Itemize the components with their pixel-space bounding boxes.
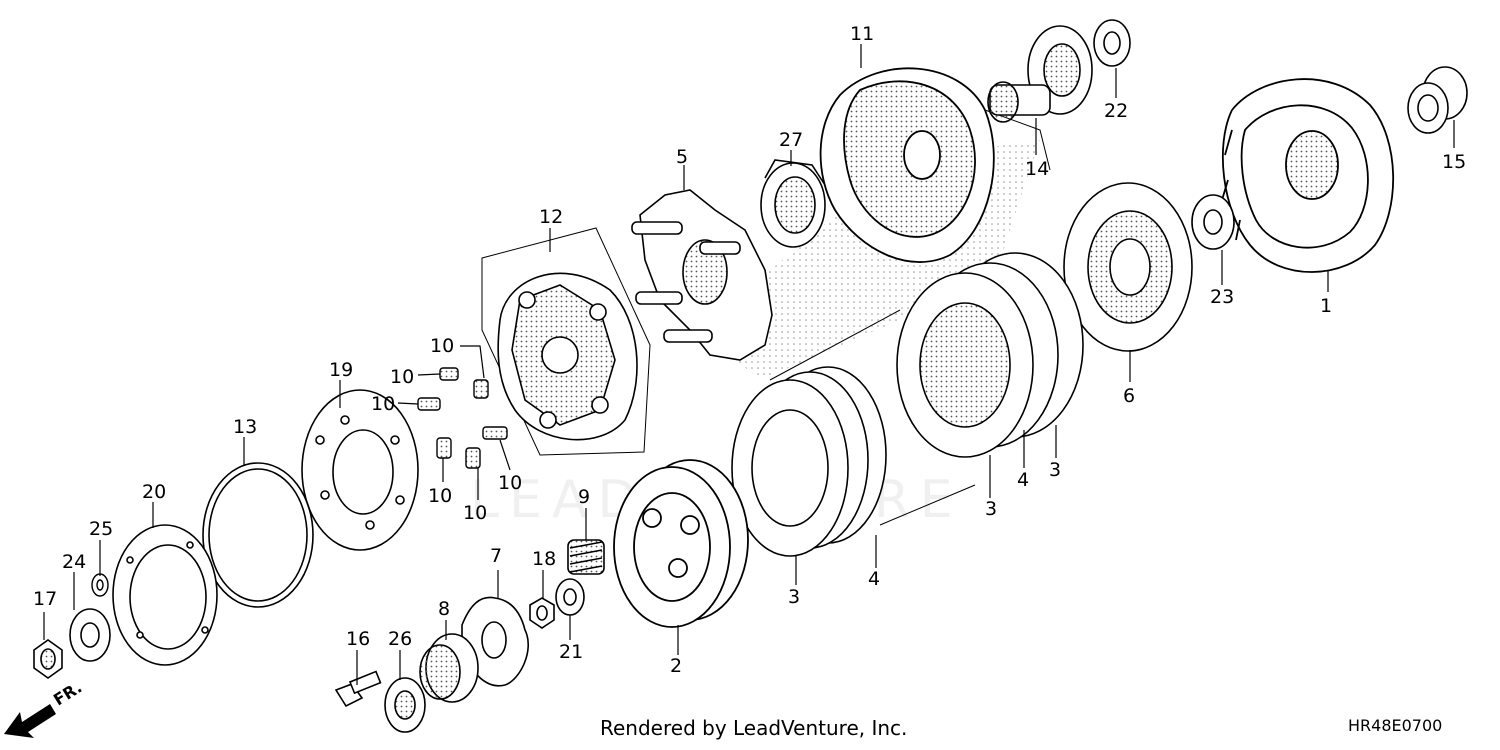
part-2-clutch-plate[interactable]: [613, 459, 749, 628]
callout-15[interactable]: 15: [1442, 151, 1466, 173]
callout-11[interactable]: 11: [850, 23, 874, 45]
callout-19[interactable]: 19: [329, 359, 353, 381]
part-26-bearing[interactable]: [384, 677, 426, 733]
part-12-clutch-weight-assembly[interactable]: [481, 227, 651, 456]
part-6-clutch-center[interactable]: [1063, 182, 1193, 352]
part-13-ring[interactable]: [202, 462, 314, 608]
callout-3-lower[interactable]: 3: [788, 586, 800, 608]
callout-9[interactable]: 9: [578, 486, 590, 508]
part-20-cover-plate[interactable]: [112, 524, 218, 666]
part-10-pins[interactable]: [417, 367, 508, 469]
part-16-bolt[interactable]: [334, 670, 382, 708]
part-21-washer[interactable]: [555, 578, 585, 616]
part-3-4-friction-disc-stack-upper[interactable]: [896, 252, 1084, 458]
callout-13[interactable]: 13: [233, 416, 257, 438]
callout-10-bottom[interactable]: 10: [463, 502, 487, 524]
part-27-one-way-clutch[interactable]: [760, 159, 826, 248]
callout-10-middle[interactable]: 10: [371, 393, 395, 415]
callout-6[interactable]: 6: [1123, 385, 1135, 407]
part-5-drive-plate[interactable]: [631, 189, 773, 361]
part-23-washer[interactable]: [1191, 194, 1235, 250]
callout-21[interactable]: 21: [559, 641, 583, 663]
rendered-by-credit: Rendered by LeadVenture, Inc.: [600, 716, 908, 740]
part-22-washer[interactable]: [1093, 19, 1131, 67]
front-arrow-icon: [4, 704, 56, 738]
callout-2[interactable]: 2: [670, 655, 682, 677]
part-11-clutch-drum[interactable]: [819, 67, 1051, 263]
leader-lines: [43, 44, 1455, 685]
part-8-collar[interactable]: [419, 633, 479, 703]
part-19-plate[interactable]: [301, 389, 419, 551]
callout-27[interactable]: 27: [779, 129, 803, 151]
part-24-washer[interactable]: [69, 608, 111, 662]
callout-22[interactable]: 22: [1104, 100, 1128, 122]
callout-10-lower-right[interactable]: 10: [498, 472, 522, 494]
callout-5[interactable]: 5: [676, 146, 688, 168]
callout-7[interactable]: 7: [490, 545, 502, 567]
part-17-nut[interactable]: [33, 639, 63, 679]
callout-14[interactable]: 14: [1025, 158, 1049, 180]
callout-numbers: 1 2 3 3 3 4 4 5 6 7 8 9 10 10 10 10 10 1…: [33, 23, 1466, 677]
callout-8[interactable]: 8: [438, 598, 450, 620]
callout-20[interactable]: 20: [142, 481, 166, 503]
callout-4-upper[interactable]: 4: [1017, 469, 1029, 491]
callout-23[interactable]: 23: [1210, 286, 1234, 308]
part-14-drive-gear[interactable]: [987, 25, 1093, 123]
part-15-bushing[interactable]: [1407, 66, 1468, 134]
callout-1[interactable]: 1: [1320, 295, 1332, 317]
part-1-clutch-outer[interactable]: [1221, 78, 1395, 273]
part-25-lock-washer[interactable]: [91, 573, 109, 597]
callout-10-top[interactable]: 10: [430, 335, 454, 357]
callout-25[interactable]: 25: [89, 518, 113, 540]
callout-17[interactable]: 17: [33, 588, 57, 610]
callout-18[interactable]: 18: [532, 548, 556, 570]
callout-10-upper[interactable]: 10: [390, 366, 414, 388]
callout-26[interactable]: 26: [388, 628, 412, 650]
part-18-nut[interactable]: [529, 597, 555, 629]
callout-10-lower-left[interactable]: 10: [428, 485, 452, 507]
callout-16[interactable]: 16: [346, 628, 370, 650]
callout-3-middle[interactable]: 3: [985, 498, 997, 520]
diagram-code: HR48E0700: [1348, 716, 1443, 735]
part-3-4-friction-disc-stack-lower[interactable]: [731, 309, 976, 557]
callout-12[interactable]: 12: [539, 206, 563, 228]
callout-24[interactable]: 24: [62, 551, 86, 573]
callout-4-lower[interactable]: 4: [868, 568, 880, 590]
callout-3-upper[interactable]: 3: [1049, 459, 1061, 481]
front-arrow-label: FR.: [50, 678, 85, 710]
part-9-spring[interactable]: [567, 539, 605, 575]
